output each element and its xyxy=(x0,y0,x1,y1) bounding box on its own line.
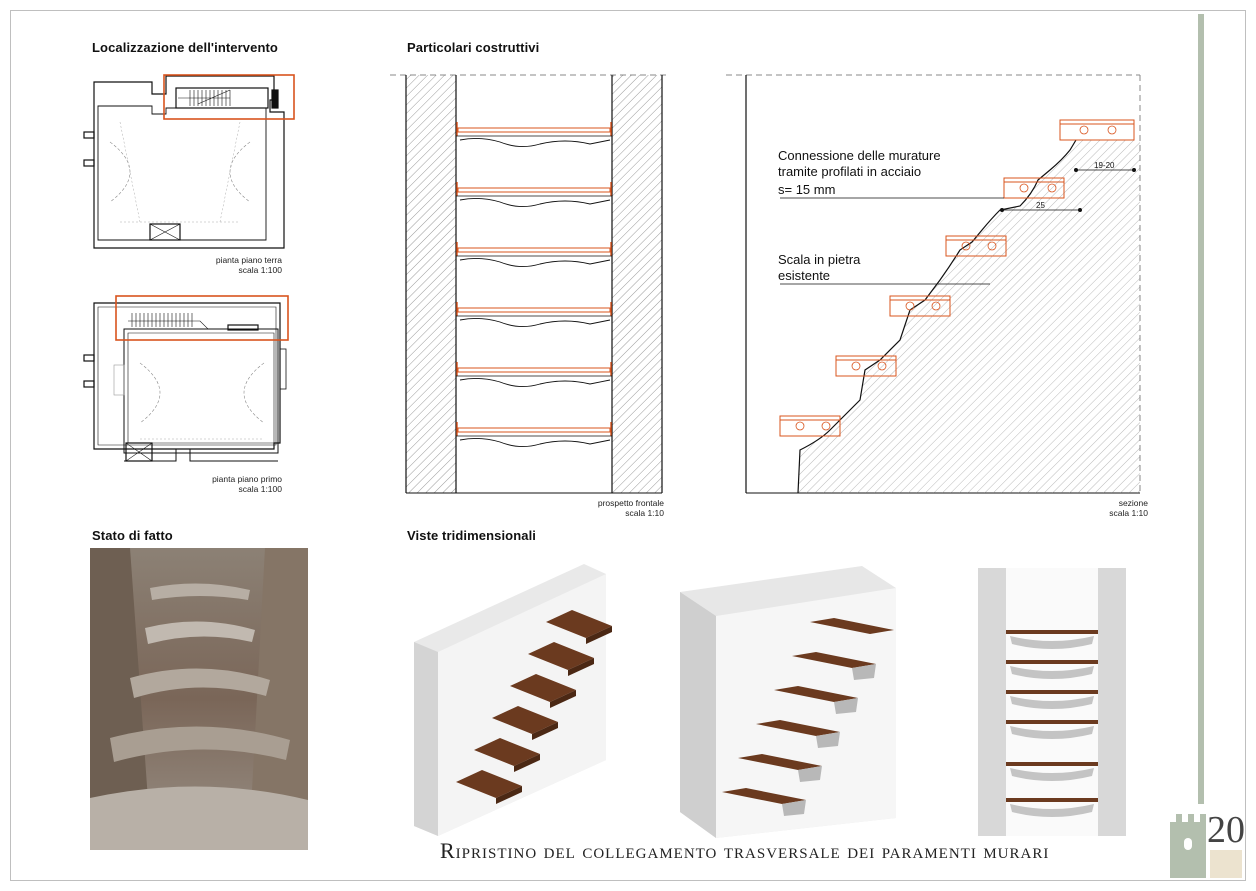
annotation-stair-line1: Scala in pietra xyxy=(778,252,861,267)
page-frame xyxy=(10,10,1246,881)
dimension-19-20: 19-20 xyxy=(1094,161,1115,170)
annotation-connection-line2: tramite profilati in acciaio xyxy=(778,164,921,179)
ground-floor-plan xyxy=(83,74,295,249)
section-title-localizzazione: Localizzazione dell'intervento xyxy=(90,39,278,57)
dimension-25: 25 xyxy=(1036,201,1045,210)
page-number: 20 xyxy=(1207,809,1245,851)
annotation-stair-line2: esistente xyxy=(778,268,830,283)
annotation-connection-line1: Connessione delle murature xyxy=(778,148,941,163)
footer-title: Ripristino del collegamento trasversale … xyxy=(440,838,1050,863)
view-3d-left xyxy=(414,564,612,836)
front-elevation-detail xyxy=(390,74,670,494)
stato-di-fatto-photo xyxy=(90,548,308,850)
view-3d-center xyxy=(680,566,896,838)
vertical-accent-bar xyxy=(1198,14,1204,804)
page-number-accent xyxy=(1210,850,1242,878)
section-detail: Connessione delle murature tramite profi… xyxy=(726,74,1141,494)
section-title-stato: Stato di fatto xyxy=(90,527,173,545)
section-title-viste: Viste tridimensionali xyxy=(405,527,537,545)
section-title-particolari: Particolari costruttivi xyxy=(405,39,540,57)
annotation-connection-line3: s= 15 mm xyxy=(778,182,835,197)
first-floor-plan xyxy=(83,295,289,462)
view-3d-right xyxy=(978,568,1126,836)
tower-logo-icon xyxy=(1170,814,1206,878)
